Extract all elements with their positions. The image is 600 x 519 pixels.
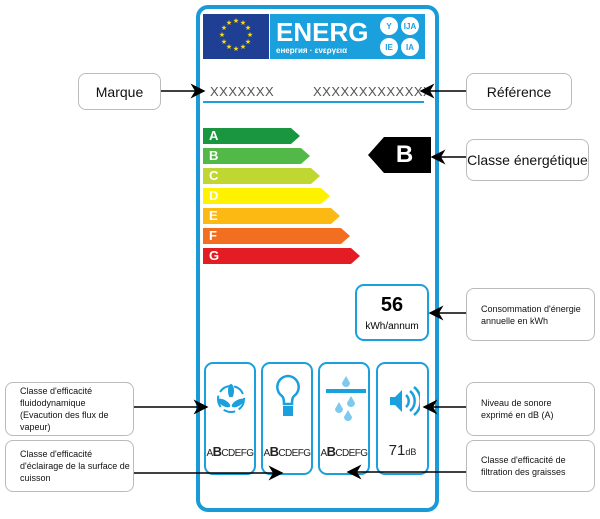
- svg-text:★: ★: [226, 19, 232, 27]
- energy-logo: ENERG енергия · ενεργεια Y IJA IE IA: [270, 14, 425, 59]
- lighting-rating: ABCDEFG: [263, 444, 311, 459]
- svg-text:★: ★: [233, 45, 239, 53]
- callout-fluid: Classe d'efficacité fluidodynamique (Eva…: [5, 382, 134, 436]
- logo-text: ENERG: [276, 17, 369, 47]
- consumption-box: 56 kWh/annum: [355, 284, 429, 341]
- svg-text:★: ★: [245, 38, 251, 46]
- svg-text:★: ★: [240, 19, 246, 27]
- callout-filtration: Classe d'efficacité de filtration des gr…: [466, 440, 595, 492]
- supplier-name: XXXXXXX: [210, 84, 275, 99]
- energy-bar-g: G: [203, 248, 360, 264]
- energy-bar-f: F: [203, 228, 350, 244]
- logo-badge: IJA: [401, 17, 419, 35]
- svg-text:★: ★: [221, 24, 227, 32]
- svg-text:★: ★: [226, 43, 232, 51]
- divider: [203, 101, 424, 103]
- noise-box: 71dB: [376, 362, 429, 475]
- svg-text:★: ★: [245, 24, 251, 32]
- grease-filter-icon: [326, 376, 366, 421]
- fan-icon: [217, 384, 245, 413]
- energy-bar-a: A: [203, 128, 300, 144]
- energy-bar-e: E: [203, 208, 340, 224]
- callout-reference: Référence: [466, 73, 572, 110]
- lighting-efficiency-box: ABCDEFG: [261, 362, 313, 475]
- noise-level: 71dB: [388, 442, 417, 459]
- grease-filtration-box: ABCDEFG: [318, 362, 370, 475]
- callout-lighting: Classe d'efficacité d'éclairage de la su…: [5, 440, 134, 492]
- svg-text:★: ★: [219, 31, 225, 39]
- svg-text:★: ★: [247, 31, 253, 39]
- eu-flag-icon: ★★★★★★★★★★★★: [203, 14, 269, 59]
- consumption-unit: kWh/annum: [365, 321, 419, 332]
- energy-label: [196, 5, 439, 512]
- speaker-icon: [390, 386, 420, 416]
- logo-badge: Y: [380, 17, 398, 35]
- logo-badge: IA: [401, 38, 419, 56]
- svg-text:★: ★: [221, 38, 227, 46]
- model-reference: XXXXXXXXXXXXX: [313, 84, 433, 99]
- svg-text:★: ★: [240, 43, 246, 51]
- logo-badge: IE: [380, 38, 398, 56]
- fluid-efficiency-box: ABCDEFG: [204, 362, 256, 475]
- energy-bar-d: D: [203, 188, 330, 204]
- consumption-value: 56: [380, 294, 404, 316]
- callout-consumption: Consommation d'énergie annuelle en kWh: [466, 288, 595, 341]
- svg-text:★: ★: [233, 17, 239, 25]
- logo-subtitle: енергия · ενεργεια: [276, 46, 348, 55]
- energy-bar-c: C: [203, 168, 320, 184]
- light-bulb-icon: [276, 374, 300, 416]
- callout-energy-class: Classe énergétique: [466, 139, 589, 181]
- callout-brand: Marque: [78, 73, 161, 110]
- fluid-rating: ABCDEFG: [206, 444, 254, 459]
- callout-noise: Niveau de sonore exprimé en dB (A): [466, 382, 595, 436]
- energy-bar-b: B: [203, 148, 310, 164]
- filtration-rating: ABCDEFG: [320, 444, 368, 459]
